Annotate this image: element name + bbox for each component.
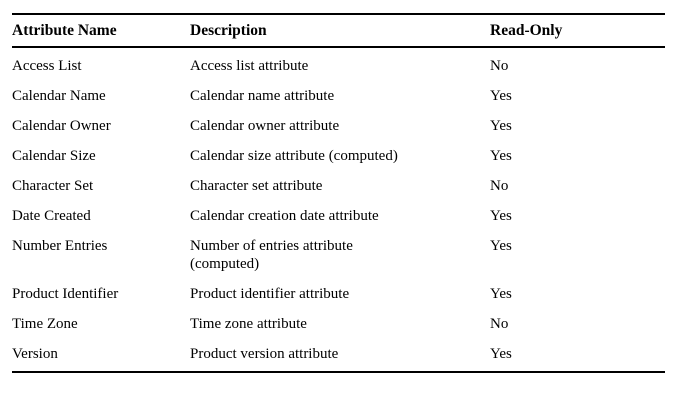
cell-attribute-name: Access List [12, 58, 82, 74]
description-line: Calendar name attribute [190, 88, 335, 104]
cell-read-only: Yes [490, 286, 512, 302]
description-line: Calendar creation date attribute [190, 208, 379, 224]
cell-description: Access list attribute [190, 47, 490, 81]
cell-attribute-name: Calendar Owner [12, 118, 111, 134]
cell-attribute-name: Product Identifier [12, 286, 119, 302]
table-row: Calendar Size Calendar size attribute (co… [12, 141, 665, 171]
cell-attribute-name: Calendar Name [12, 88, 106, 104]
column-header-description: Description [190, 22, 267, 39]
cell-description: Calendar name attribute [190, 81, 490, 111]
cell-description: Calendar size attribute (computed) [190, 141, 490, 171]
cell-attribute-name: Number Entries [12, 238, 108, 254]
cell-read-only: Yes [490, 88, 512, 104]
cell-description: Calendar owner attribute [190, 111, 490, 141]
description-line: Number of entries attribute [190, 238, 353, 254]
cell-description: Product version attribute [190, 339, 490, 372]
table-row: Version Product version attribute Yes [12, 339, 665, 372]
description-line: Product version attribute [190, 346, 339, 362]
cell-read-only: No [490, 316, 509, 332]
cell-description: Time zone attribute [190, 309, 490, 339]
table-row: Access List Access list attribute No [12, 47, 665, 81]
cell-description: Calendar creation date attribute [190, 201, 490, 231]
cell-attribute-name: Calendar Size [12, 148, 96, 164]
cell-read-only: Yes [490, 208, 512, 224]
cell-attribute-name: Character Set [12, 178, 94, 194]
table-header: Attribute Name Description Read-Only [12, 14, 665, 47]
attribute-table: Attribute Name Description Read-Only Acc… [12, 13, 665, 373]
cell-read-only: No [490, 58, 509, 74]
description-line: Time zone attribute [190, 316, 307, 332]
cell-read-only: Yes [490, 148, 512, 164]
description-line: Access list attribute [190, 58, 309, 74]
cell-attribute-name: Time Zone [12, 316, 78, 332]
description-line: Calendar size attribute (computed) [190, 148, 398, 164]
table-row: Product Identifier Product identifier att… [12, 279, 665, 309]
cell-read-only: Yes [490, 346, 512, 362]
table-header-row: Attribute Name Description Read-Only [12, 14, 665, 47]
table-row: Time Zone Time zone attribute No [12, 309, 665, 339]
description-line: (computed) [190, 256, 260, 272]
cell-read-only: Yes [490, 118, 512, 134]
column-header-attribute-name: Attribute Name [12, 22, 117, 39]
description-line: Calendar owner attribute [190, 118, 340, 134]
cell-read-only: No [490, 178, 509, 194]
cell-description: Product identifier attribute [190, 279, 490, 309]
table-row: Date Created Calendar creation date attri… [12, 201, 665, 231]
table-row: Calendar Owner Calendar owner attribute Ye… [12, 111, 665, 141]
table-row: Character Set Character set attribute No [12, 171, 665, 201]
cell-description: Character set attribute [190, 171, 490, 201]
description-line: Product identifier attribute [190, 286, 350, 302]
cell-read-only: Yes [490, 238, 512, 254]
cell-attribute-name: Version [12, 346, 58, 362]
cell-description: Number of entries attribute (computed) [190, 231, 490, 279]
table-row: Calendar Name Calendar name attribute Yes [12, 81, 665, 111]
column-header-read-only: Read-Only [490, 22, 563, 39]
description-line: Character set attribute [190, 178, 323, 194]
cell-attribute-name: Date Created [12, 208, 91, 224]
table-row: Number Entries Number of entries attribut… [12, 231, 665, 279]
